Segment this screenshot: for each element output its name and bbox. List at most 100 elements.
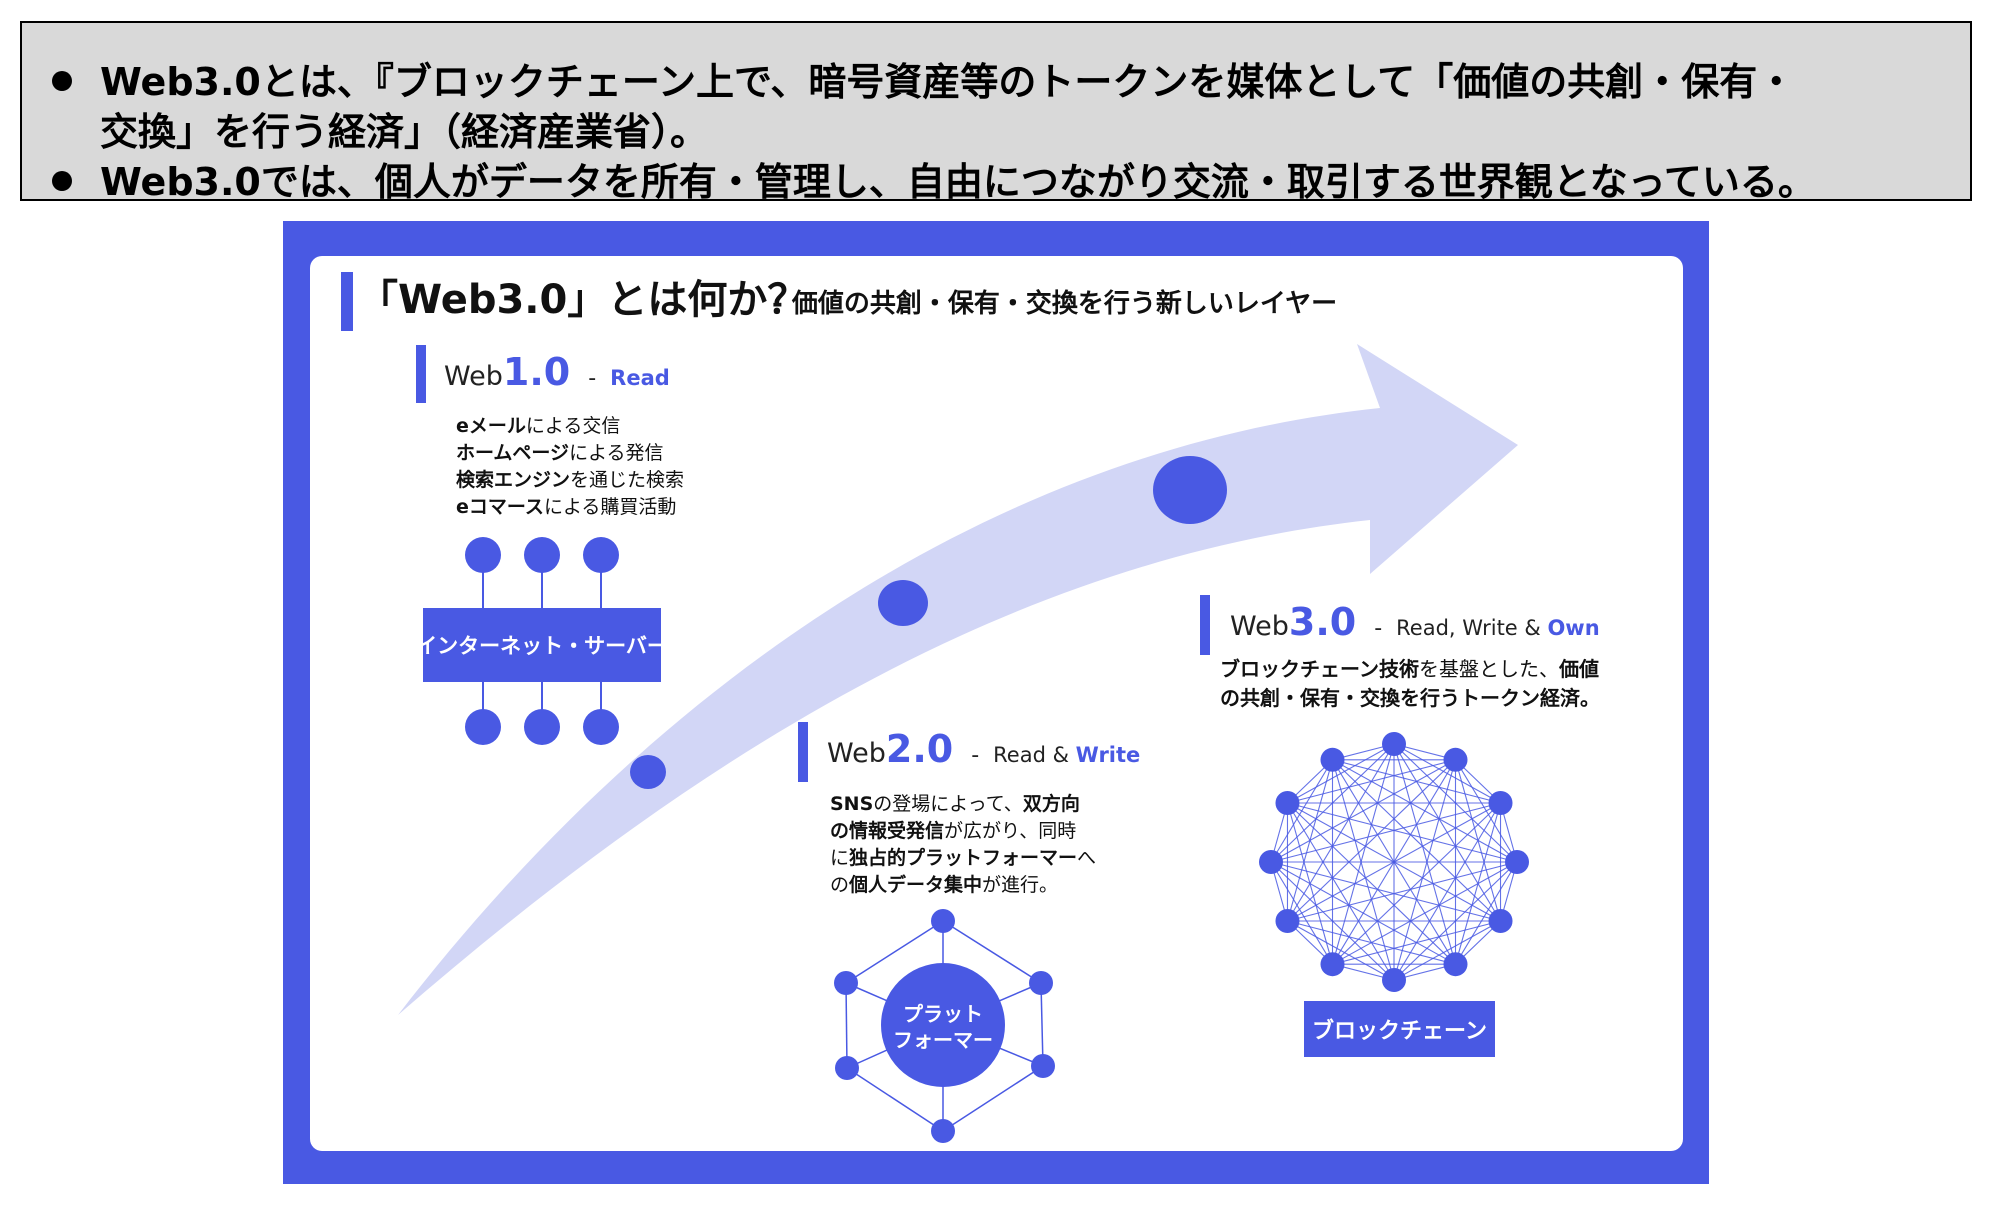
web2-highlight: Write <box>1075 743 1141 767</box>
web1-dash: - <box>588 366 597 391</box>
chain-link <box>1270 861 1333 965</box>
peer-node <box>1382 732 1406 756</box>
web2-description-text: の情報受発信 <box>830 820 945 842</box>
blockchain-network <box>1259 732 1529 992</box>
client-node <box>465 709 501 745</box>
user-node <box>834 971 858 995</box>
peer-node <box>1259 850 1283 874</box>
web3-description-text: 価値 <box>1559 657 1599 681</box>
web2-heading: Web2.0-Read & Write <box>827 727 1140 771</box>
chain-link <box>1331 759 1395 981</box>
web2-description-text: 個人データ集中 <box>849 874 983 896</box>
platform-network <box>834 909 1055 1143</box>
chain-link <box>1270 802 1501 863</box>
chain-link <box>1332 759 1456 965</box>
arrow-dot-1 <box>630 755 666 789</box>
web1-web: Web <box>444 361 503 392</box>
web2-description-text: へ <box>1077 847 1097 869</box>
bullet-1-line-2: 交換」を行う経済」（経済産業省）。 <box>100 110 709 154</box>
internet-server-label: インターネット・サーバー <box>416 608 668 682</box>
chain-link <box>1287 802 1518 863</box>
bullet-2-line-1: Web3.0では、個人がデータを所有・管理し、自由につながり交流・取引する世界観… <box>100 160 1816 204</box>
peer-node <box>1505 850 1529 874</box>
web2-description: SNSの登場によって、双方向の情報受発信が広がり、同時に独占的プラットフォーマー… <box>830 791 1096 899</box>
diagram-subtitle: - 価値の共創・保有・交換を行う新しいレイヤー <box>772 289 1338 319</box>
web1-version: 1.0 <box>502 350 571 394</box>
peer-node <box>1488 909 1513 933</box>
web1-description-text: による交信 <box>525 415 621 437</box>
web2-description-line: の個人データ集中が進行。 <box>830 872 1096 899</box>
web2-description-text: の <box>830 874 850 896</box>
bullet-2-dot <box>52 171 72 191</box>
web3-description-text: の共創・保有・交換を行うトークン経済。 <box>1220 686 1600 710</box>
platform-ring-link <box>942 920 1042 984</box>
chain-link <box>1331 743 1395 965</box>
chain-link <box>1287 802 1395 981</box>
web2-dash: - <box>971 743 980 768</box>
peer-node <box>1382 968 1406 992</box>
client-node <box>583 709 619 745</box>
web2-description-text: に <box>830 847 850 869</box>
platform-ring-link <box>1040 982 1044 1067</box>
platform-ring-link <box>846 1067 944 1132</box>
blockchain-label: ブロックチェーン <box>1304 1001 1495 1057</box>
diagram-title: 「Web3.0」とは何か？ <box>358 277 808 323</box>
web3-heading: Web3.0-Read, Write & Own <box>1230 600 1600 644</box>
web2-description-text: 双方向 <box>1022 793 1080 815</box>
web1-description-line: 検索エンジンを通じた検索 <box>456 467 684 494</box>
chain-link <box>1287 920 1395 981</box>
summary-box: Web3.0とは、『ブロックチェーン上で、暗号資産等のトークンを媒体として「価値… <box>20 21 1972 204</box>
web1-description-text: eメール <box>456 415 526 437</box>
web1-description-text: eコマース <box>456 496 544 518</box>
web3-accent-bar <box>1200 595 1210 655</box>
growth-arrow <box>398 344 1518 1015</box>
user-node <box>835 1056 859 1080</box>
web2-accent-bar <box>798 722 808 782</box>
platformer-label-line-2: フォーマー <box>893 1028 993 1052</box>
user-node <box>1029 971 1053 995</box>
web1-accent-bar <box>416 345 426 403</box>
web1-description-text: 検索エンジン <box>456 469 571 491</box>
web2-rw: Read & <box>993 743 1076 767</box>
web3-description: ブロックチェーン技術を基盤とした、価値の共創・保有・交換を行うトークン経済。 <box>1220 655 1600 713</box>
arrow-dot-2 <box>878 580 928 626</box>
chain-link <box>1270 861 1501 922</box>
platformer-label: プラット フォーマー <box>873 1001 1013 1053</box>
peer-node <box>1320 747 1345 772</box>
web2-version: 2.0 <box>885 727 954 771</box>
chain-link <box>1332 759 1501 922</box>
chain-link <box>1393 759 1457 981</box>
web2-description-text: SNS <box>830 793 874 815</box>
chain-link <box>1287 861 1518 922</box>
web1-description-text: を通じた検索 <box>570 469 685 491</box>
chain-link <box>1393 743 1457 965</box>
web3-highlight: Own <box>1547 616 1600 640</box>
web2-description-line: の情報受発信が広がり、同時 <box>830 818 1096 845</box>
peer-node <box>1275 791 1300 815</box>
platform-ring-link <box>845 920 944 984</box>
server-network <box>465 537 619 745</box>
bullet-1-line-1: Web3.0とは、『ブロックチェーン上で、暗号資産等のトークンを媒体として「価値… <box>100 60 1796 104</box>
user-node <box>931 1119 955 1143</box>
peer-node <box>1443 952 1468 977</box>
web1-highlight: Read <box>610 366 670 390</box>
client-node <box>524 537 560 573</box>
peer-node <box>1320 952 1345 977</box>
chain-link <box>1287 802 1456 965</box>
arrow-dot-3 <box>1153 456 1227 524</box>
web3-version: 3.0 <box>1288 600 1357 644</box>
platform-ring-link <box>845 982 848 1069</box>
web2-description-text: が進行。 <box>982 874 1059 896</box>
platform-ring-link <box>942 1065 1044 1132</box>
web3-web: Web <box>1230 611 1289 642</box>
web1-description-line: ホームページによる発信 <box>456 440 684 467</box>
chain-link <box>1286 759 1334 922</box>
user-node <box>1031 1054 1055 1078</box>
chain-link <box>1286 802 1334 965</box>
peer-node <box>1275 909 1300 933</box>
peer-node <box>1443 747 1468 772</box>
chain-link <box>1270 759 1333 863</box>
client-node <box>524 709 560 745</box>
